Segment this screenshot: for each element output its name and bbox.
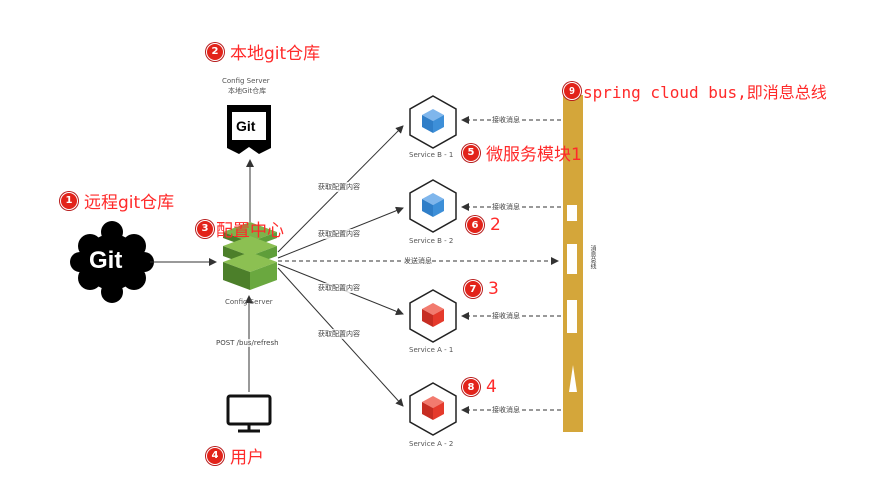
service-a2-hex: [409, 382, 457, 436]
annotation-number: 7: [464, 280, 482, 298]
local-git-icon: [227, 105, 271, 154]
annotation-number: 3: [196, 219, 214, 238]
annotation-number: 9: [563, 82, 581, 100]
annotation-text: 远程git仓库: [84, 193, 175, 213]
annotation-number: 5: [462, 143, 480, 162]
fetch-label-a2: 获取配置内容: [318, 329, 360, 339]
local-git-text: Git: [236, 118, 256, 134]
annotation-4: 4 用户: [206, 443, 264, 468]
config-server-top-label-2: 本地Git仓库: [228, 87, 267, 95]
message-bus: [563, 95, 583, 432]
annotation-text: spring cloud bus,即消息总线: [583, 83, 827, 102]
remote-git-icon: [70, 221, 154, 303]
monitor-icon: [226, 394, 272, 433]
config-server-label: Config Server: [225, 298, 273, 306]
fetch-label-a1: 获取配置内容: [318, 283, 360, 293]
config-server-top-label-1: Config Server: [222, 77, 270, 85]
annotation-text: 2: [490, 215, 501, 235]
annotation-number: 8: [462, 378, 480, 396]
receive-label-a2: 接收消息: [492, 405, 520, 415]
annotation-number: 4: [206, 446, 224, 465]
annotation-2: 2 本地git仓库: [206, 39, 320, 64]
service-b1-hex: [409, 95, 457, 149]
receive-label-b2: 接收消息: [492, 202, 520, 212]
annotation-text: 用户: [230, 448, 264, 468]
annotation-3: 3 配置中心: [196, 216, 284, 241]
annotation-text: 本地git仓库: [230, 44, 321, 64]
receive-label-a1: 接收消息: [492, 311, 520, 321]
annotation-9: 9 spring cloud bus,即消息总线: [563, 79, 827, 103]
annotation-1: 1 远程git仓库: [60, 188, 174, 213]
annotation-5: 5 微服务模块1: [462, 140, 582, 165]
remote-git-text: Git: [89, 247, 123, 274]
service-label-a2: Service A - 2: [409, 440, 454, 448]
annotation-number: 2: [206, 42, 224, 61]
send-label: 发送消息: [404, 256, 432, 266]
service-b2-hex: [409, 179, 457, 233]
annotation-text: 3: [488, 279, 499, 299]
annotation-7: 7 3: [464, 279, 499, 299]
annotation-number: 1: [60, 191, 78, 210]
annotation-8: 8 4: [462, 377, 497, 397]
user-edge-label: POST /bus/refresh: [216, 339, 279, 347]
annotation-text: 配置中心: [216, 221, 284, 241]
service-label-a1: Service A - 1: [409, 346, 454, 354]
annotation-number: 6: [466, 216, 484, 234]
service-label-b1: Service B - 1: [409, 151, 454, 159]
config-server-icon: [223, 222, 277, 290]
annotation-6: 6 2: [466, 215, 501, 235]
annotation-text: 微服务模块1: [486, 145, 582, 165]
annotation-text: 4: [486, 377, 497, 397]
fetch-label-b2: 获取配置内容: [318, 229, 360, 239]
service-a1-hex: [409, 289, 457, 343]
fetch-label-b1: 获取配置内容: [318, 182, 360, 192]
bus-label: 消息总线: [589, 245, 596, 269]
receive-label-b1: 接收消息: [492, 115, 520, 125]
service-label-b2: Service B - 2: [409, 237, 454, 245]
